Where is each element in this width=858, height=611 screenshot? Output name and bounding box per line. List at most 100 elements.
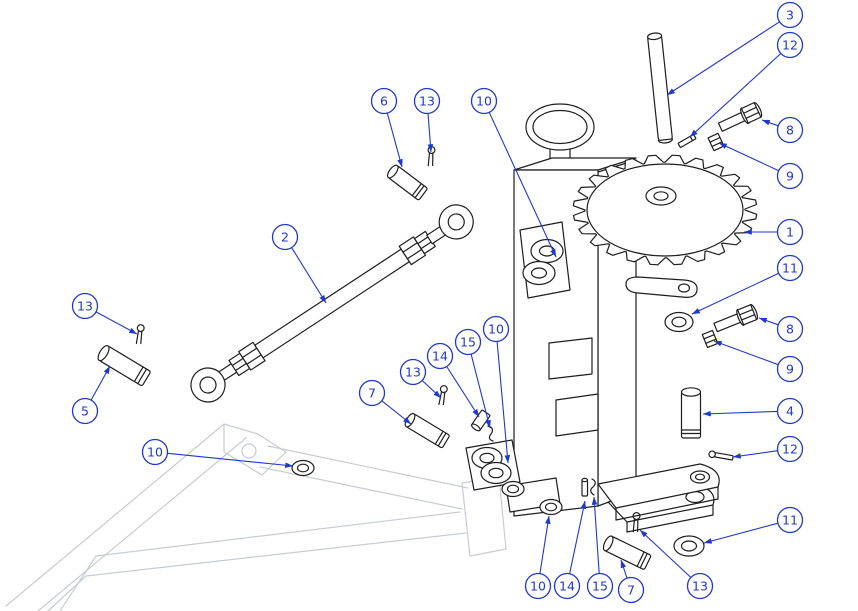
callout-number: 14	[432, 349, 448, 364]
part-7-pin-bottom-drawing	[602, 535, 652, 570]
callout-balloon-8: 8	[776, 116, 804, 144]
callout-number: 5	[81, 404, 89, 419]
callout-number: 12	[782, 38, 798, 53]
callout-balloon-10: 10	[141, 438, 169, 466]
callout-leader-9	[718, 142, 779, 172]
crank-arm-drawing	[625, 276, 698, 298]
part-6-pin-drawing	[386, 164, 428, 201]
callout-leader-14	[446, 366, 480, 418]
callout-balloon-6: 6	[370, 87, 398, 115]
part-3-handle-rod-drawing	[646, 32, 673, 144]
callout-balloon-13: 13	[71, 292, 99, 320]
callout-number: 8	[786, 123, 794, 138]
callout-leader-10	[539, 515, 551, 574]
part-12-pin-top-drawing	[677, 134, 697, 148]
callout-balloon-15: 15	[454, 328, 482, 356]
callout-number: 13	[77, 299, 93, 314]
callout-leader-8	[761, 119, 779, 127]
callout-number: 4	[786, 404, 794, 419]
callout-leader-15	[470, 353, 491, 429]
callout-number: 10	[488, 322, 504, 337]
callout-number: 7	[627, 583, 635, 598]
part-2-turnbuckle-drawing	[190, 204, 474, 403]
callout-leader-5	[90, 365, 111, 401]
callout-leader-6	[386, 112, 403, 168]
callout-number: 13	[405, 365, 421, 380]
part-15-clip-bottom-drawing	[590, 478, 596, 496]
callout-number: 9	[786, 169, 794, 184]
callout-leader-13	[427, 113, 434, 153]
part-9-nut-bottom-drawing	[701, 329, 719, 349]
part-12-pin-bottom-drawing	[708, 450, 734, 461]
callout-balloon-12: 12	[776, 31, 804, 59]
callout-number: 2	[281, 230, 289, 245]
callout-number: 13	[419, 94, 435, 109]
callout-balloon-10: 10	[470, 87, 498, 115]
callout-balloon-3: 3	[776, 1, 804, 29]
callout-balloon-10: 10	[482, 315, 510, 343]
callout-balloon-13: 13	[413, 87, 441, 115]
part-7-pin-left-drawing	[404, 412, 450, 449]
part-13-cotter-left-drawing	[135, 324, 145, 345]
part-10-washer-left-drawing	[291, 459, 315, 477]
part-8-bolt-bottom-drawing	[713, 304, 759, 333]
callout-balloon-1: 1	[776, 218, 804, 246]
callout-leader-7	[381, 400, 412, 425]
callout-leader-11	[691, 272, 779, 315]
callout-number: 9	[786, 362, 794, 377]
callout-number: 10	[530, 579, 546, 594]
callout-leader-8	[758, 317, 779, 326]
callout-number: 7	[368, 386, 376, 401]
callout-leader-15	[591, 496, 600, 574]
part-1-sprocket-drawing	[572, 154, 758, 266]
callout-balloon-13: 13	[686, 572, 714, 600]
callout-number: 10	[476, 94, 492, 109]
part-11-washer-top-drawing	[664, 311, 694, 333]
part-9-nut-top-drawing	[707, 132, 725, 152]
callout-leader-10	[488, 112, 557, 258]
callout-balloon-4: 4	[776, 397, 804, 425]
callout-number: 12	[782, 442, 798, 457]
callout-balloon-9: 9	[776, 162, 804, 190]
callout-leader-4	[702, 410, 778, 417]
callout-balloon-9: 9	[776, 355, 804, 383]
callout-number: 1	[786, 225, 794, 240]
part-10-washer-mid-drawing	[501, 480, 525, 498]
part-14-roll-pin-mid-drawing	[470, 409, 491, 432]
assembly-drawing	[97, 32, 763, 570]
callout-number: 11	[782, 513, 798, 528]
part-5-pin-drawing	[97, 344, 151, 387]
callout-leader-13	[95, 311, 138, 335]
callout-number: 11	[782, 261, 798, 276]
callout-leader-14	[569, 500, 587, 574]
callout-number: 10	[147, 445, 163, 460]
ghost-frame-drawing	[5, 423, 507, 611]
callout-balloon-13: 13	[399, 358, 427, 386]
callout-balloon-10: 10	[524, 572, 552, 600]
callout-balloon-5: 5	[71, 397, 99, 425]
part-13-cotter-bottom-drawing	[632, 512, 641, 533]
callout-balloon-12: 12	[776, 435, 804, 463]
callout-leader-12	[732, 450, 778, 459]
callout-number: 13	[692, 579, 708, 594]
callout-leader-2	[291, 247, 327, 304]
callout-balloon-2: 2	[271, 223, 299, 251]
callout-leader-9	[713, 340, 779, 366]
callout-number: 14	[559, 579, 575, 594]
callout-number: 8	[786, 322, 794, 337]
callout-leader-13	[639, 529, 692, 578]
callout-leader-11	[703, 522, 779, 544]
callout-leader-13	[421, 380, 442, 399]
lower-clevis-drawing	[465, 439, 521, 491]
part-14-roll-pin-bottom-drawing	[581, 477, 589, 497]
callout-number: 6	[380, 94, 388, 109]
callout-number: 3	[786, 8, 794, 23]
part-11-washer-bottom-drawing	[673, 535, 705, 557]
callout-number: 15	[592, 579, 608, 594]
callout-leader-10	[167, 452, 294, 469]
part-15-clip-mid-drawing	[487, 425, 494, 442]
callout-balloon-14: 14	[553, 572, 581, 600]
